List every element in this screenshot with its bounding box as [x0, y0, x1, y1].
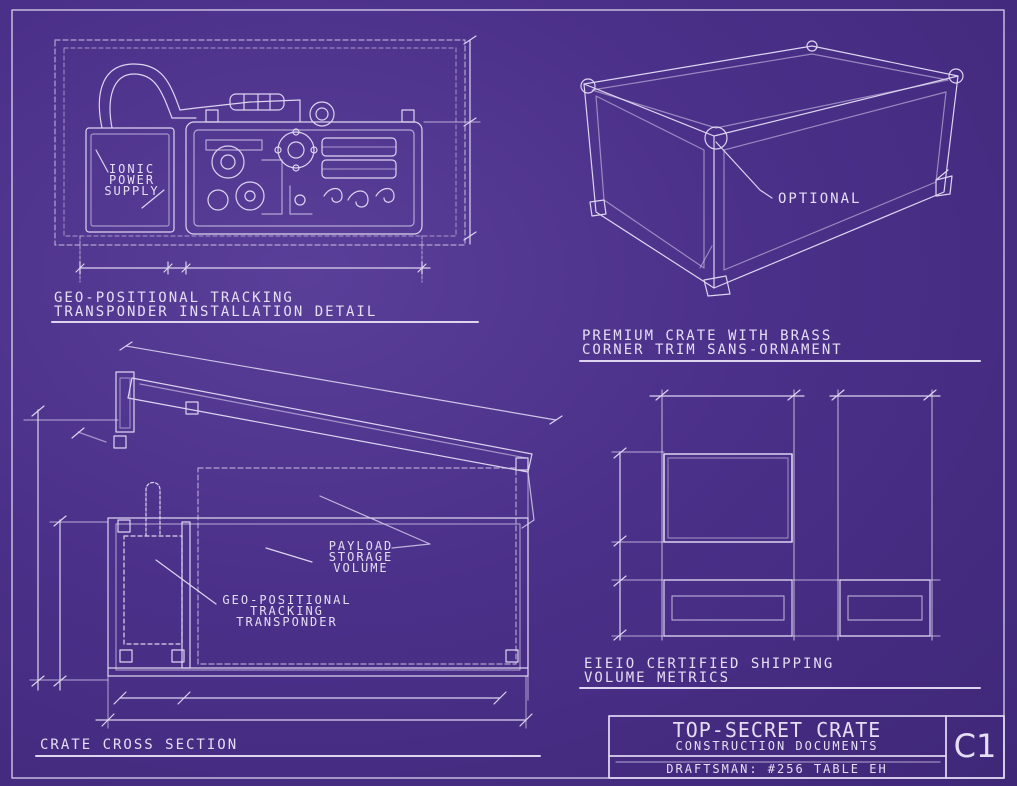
premium-crate-caption-line2: CORNER TRIM SANS-ORNAMENT	[582, 342, 843, 358]
optional-callout: OPTIONAL	[778, 191, 862, 207]
cross-section-drawing	[23, 341, 563, 757]
title-block-title: TOP-SECRET CRATE	[672, 718, 882, 742]
transponder-label-3: TRANSPONDER	[236, 615, 338, 629]
title-block-frame	[608, 715, 1005, 779]
cross-section-caption: CRATE CROSS SECTION	[40, 737, 239, 753]
transponder-detail-caption-line2: TRANSPONDER INSTALLATION DETAIL	[54, 304, 378, 320]
ionic-power-label-2: POWER	[108, 173, 156, 187]
shipping-metrics-drawing	[579, 389, 981, 689]
transponder-label-2: TRACKING	[250, 604, 324, 618]
premium-crate-caption-line1: PREMIUM CRATE WITH BRASS	[582, 328, 833, 344]
shipping-metrics-caption-line1: EIEIO CERTIFIED SHIPPING	[584, 656, 835, 672]
transponder-label-1: GEO-POSITIONAL	[222, 593, 352, 607]
ionic-power-label-1: IONIC	[108, 162, 156, 176]
sheet-number: C1	[953, 727, 997, 765]
payload-label-1: PAYLOAD	[328, 539, 394, 553]
transponder-detail-drawing	[51, 35, 481, 323]
transponder-detail-caption-line1: GEO-POSITIONAL TRACKING	[54, 290, 294, 306]
payload-label-3: VOLUME	[333, 561, 389, 575]
title-block-subtitle: CONSTRUCTION DOCUMENTS	[675, 739, 879, 753]
payload-label-2: STORAGE	[328, 550, 394, 564]
sheet-border	[11, 9, 1005, 779]
shipping-metrics-caption-line2: VOLUME METRICS	[584, 670, 731, 686]
title-block-draftsman: DRAFTSMAN: #256 TABLE EH	[666, 762, 888, 776]
premium-crate-drawing	[579, 40, 981, 362]
ionic-power-label-3: SUPPLY	[104, 184, 160, 198]
